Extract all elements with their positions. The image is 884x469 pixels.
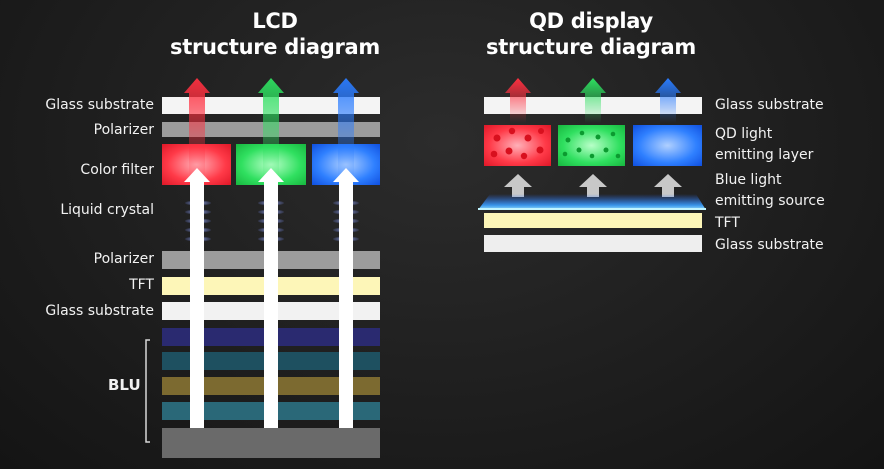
lcd-title-line2: structure diagram (170, 35, 380, 59)
lcd-title-line1: LCD (252, 9, 298, 33)
lcd-title: LCD structure diagram (170, 8, 380, 60)
qd-title: QD display structure diagram (480, 8, 702, 60)
qd-arrow-green-output (580, 78, 606, 123)
lcd-label-liquid-crystal: Liquid crystal (60, 202, 154, 218)
qd-blue-light-edge (478, 208, 706, 210)
qd-arrow-gray-1 (504, 174, 532, 197)
qd-title-line1: QD display (529, 9, 653, 33)
qd-arrow-gray-3 (654, 174, 682, 197)
blu-layer-5 (162, 428, 380, 458)
lcd-label-tft: TFT (129, 277, 154, 293)
qd-label-blue-source-line2: emitting source (715, 193, 825, 209)
qd-blue-light-source (478, 194, 706, 210)
qd-red-dots (490, 127, 544, 160)
lcd-label-glass-substrate-bottom: Glass substrate (45, 303, 154, 319)
qd-label-qd-layer-line1: QD light (715, 126, 773, 142)
qd-green-dots (562, 130, 621, 159)
qd-label-blue-source-line1: Blue light (715, 172, 782, 188)
qd-arrow-red-output (505, 78, 531, 123)
qd-arrow-blue-output (655, 78, 681, 123)
qd-layer-blue (633, 125, 702, 166)
qd-title-line2: structure diagram (486, 35, 696, 59)
lcd-arrow-green-output (258, 78, 284, 183)
lcd-arrow-blue-output (333, 78, 359, 183)
qd-arrow-gray-2 (579, 174, 607, 197)
lcd-arrow-white-3 (333, 168, 359, 428)
lcd-label-color-filter: Color filter (80, 162, 154, 178)
lcd-label-polarizer-bottom: Polarizer (93, 251, 154, 267)
blu-bracket (145, 339, 150, 443)
lcd-arrow-white-2 (258, 168, 284, 428)
qd-glass-substrate-bottom (484, 235, 702, 252)
lcd-label-blu: BLU (108, 376, 141, 394)
qd-label-glass-substrate-top: Glass substrate (715, 97, 824, 113)
qd-label-tft: TFT (715, 215, 740, 231)
lcd-label-glass-substrate-top: Glass substrate (45, 97, 154, 113)
lcd-label-polarizer-top: Polarizer (93, 122, 154, 138)
qd-label-qd-layer-line2: emitting layer (715, 147, 814, 163)
lcd-arrow-red-output (184, 78, 210, 183)
lcd-arrow-white-1 (184, 168, 210, 428)
qd-layer-green (558, 125, 625, 166)
qd-tft-layer (484, 213, 702, 228)
qd-label-glass-substrate-bottom: Glass substrate (715, 237, 824, 253)
